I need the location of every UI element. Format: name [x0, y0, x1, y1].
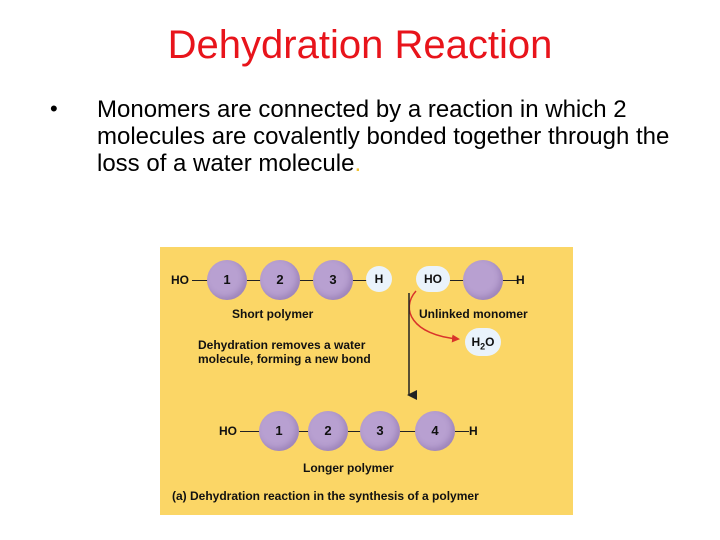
- bond-line: [348, 431, 361, 432]
- slide-title: Dehydration Reaction: [167, 23, 553, 67]
- bond-line: [455, 431, 469, 432]
- bond-line: [299, 431, 309, 432]
- top-right-h-label: H: [516, 273, 525, 287]
- monomer-circle: 3: [360, 411, 400, 451]
- monomer-circle: 2: [260, 260, 300, 300]
- monomer-circle: 2: [308, 411, 348, 451]
- bullet-paragraph: Monomers are connected by a reaction in …: [97, 96, 697, 177]
- bond-line: [353, 280, 367, 281]
- bond-line: [300, 280, 314, 281]
- bullet-marker: •: [50, 96, 58, 121]
- bond-line: [192, 280, 208, 281]
- bond-line: [450, 280, 464, 281]
- water-removal-arrow: [408, 290, 460, 343]
- unlinked-monomer-label: Unlinked monomer: [419, 307, 528, 321]
- bond-line: [503, 280, 517, 281]
- hydroxyl-highlight: HO: [416, 266, 450, 292]
- top-ho-label: HO: [171, 273, 189, 287]
- monomer-circle: 1: [207, 260, 247, 300]
- bond-line: [240, 431, 260, 432]
- water-h: H: [471, 335, 481, 349]
- hydrogen-highlight: H: [366, 266, 392, 292]
- reaction-arrows: [407, 290, 460, 400]
- monomer-circle: 3: [313, 260, 353, 300]
- water-molecule: H2O: [465, 328, 501, 356]
- water-o: O: [485, 335, 495, 349]
- bullet-text: Monomers are connected by a reaction in …: [97, 96, 670, 177]
- bullet-end-period: .: [354, 150, 362, 177]
- short-polymer-label: Short polymer: [232, 307, 314, 321]
- diagram-caption: (a) Dehydration reaction in the synthesi…: [172, 489, 479, 503]
- monomer-circle: 1: [259, 411, 299, 451]
- longer-polymer-label: Longer polymer: [303, 461, 394, 475]
- new-bond-line: [400, 431, 416, 432]
- bottom-ho-label: HO: [219, 424, 237, 438]
- monomer-circle: 4: [415, 411, 455, 451]
- water-subscript: 2: [480, 341, 486, 352]
- bond-line: [247, 280, 261, 281]
- dehydration-step-text: Dehydration removes a water molecule, fo…: [198, 338, 371, 366]
- bottom-h-label: H: [469, 424, 478, 438]
- dehydration-diagram: HO 1 2 3 H HO H Short polymer Unlinked m…: [160, 247, 573, 515]
- unlinked-monomer-circle: [463, 260, 503, 300]
